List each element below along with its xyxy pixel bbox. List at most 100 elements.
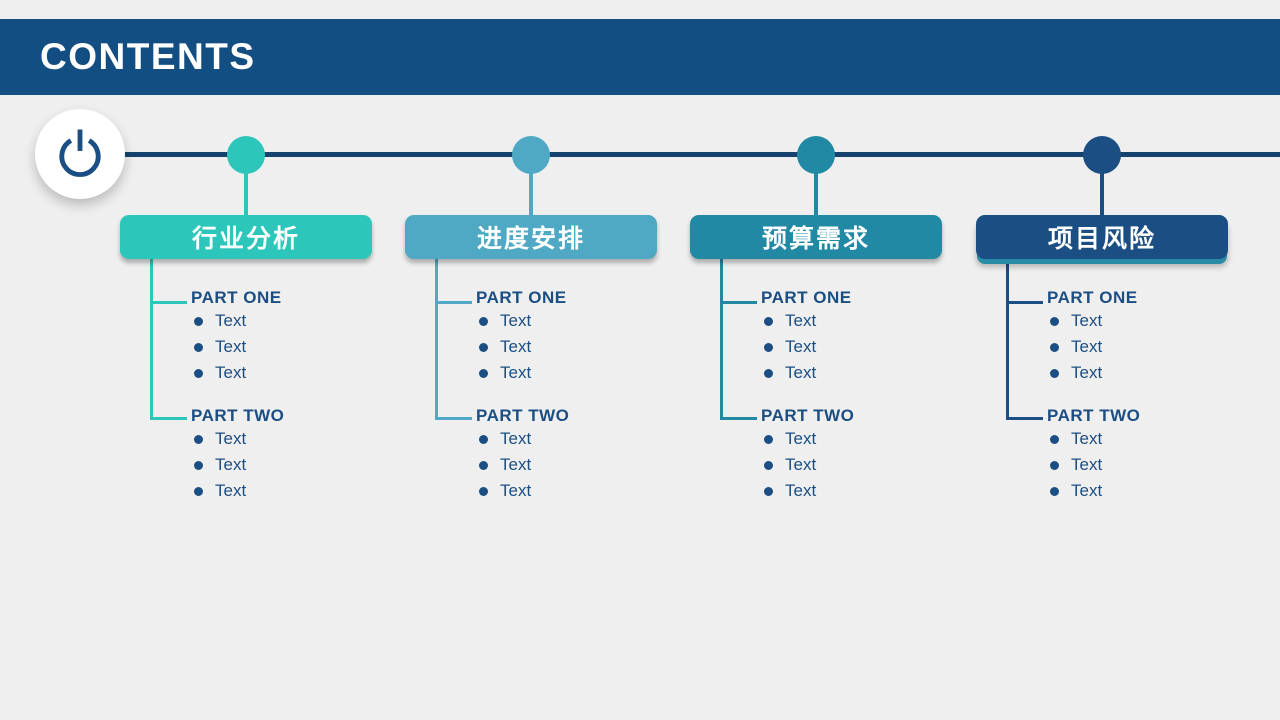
list-item: Text (761, 429, 816, 449)
bullet-icon (194, 486, 203, 496)
list-item-text: Text (785, 363, 817, 382)
list-item-text: Text (500, 311, 532, 330)
timeline-dot (227, 136, 265, 174)
dot-to-box-connector (244, 155, 248, 217)
bullet-list: Text Text Text (191, 311, 246, 383)
bullet-icon (764, 342, 773, 352)
bullet-list: Text Text Text (191, 429, 246, 501)
list-item-text: Text (215, 455, 247, 474)
list-item: Text (191, 455, 246, 475)
bullet-list: Text Text Text (1047, 311, 1102, 383)
list-item-text: Text (215, 481, 247, 500)
bullet-icon (479, 368, 488, 378)
list-item-text: Text (215, 363, 247, 382)
list-item: Text (761, 455, 816, 475)
bullet-icon (1050, 486, 1059, 496)
list-item: Text (191, 429, 246, 449)
tree-branch-line (720, 301, 757, 304)
bullet-icon (1050, 342, 1059, 352)
list-item: Text (761, 481, 816, 501)
list-item-text: Text (500, 363, 532, 382)
bullet-list: Text Text Text (476, 311, 531, 383)
list-item: Text (476, 429, 531, 449)
list-item-text: Text (215, 311, 247, 330)
list-item-text: Text (1071, 337, 1103, 356)
list-item: Text (761, 337, 816, 357)
timeline-dot (512, 136, 550, 174)
section-title: 行业分析 (191, 225, 300, 253)
dot-to-box-connector (1100, 155, 1104, 217)
bullet-icon (194, 460, 203, 470)
list-item-text: Text (785, 311, 817, 330)
dot-to-box-connector (814, 155, 818, 217)
tree-branch-line (150, 417, 187, 420)
page-title: CONTENTS (40, 36, 256, 77)
list-item: Text (1047, 337, 1102, 357)
list-item: Text (1047, 311, 1102, 331)
power-icon (52, 122, 108, 187)
bullet-icon (479, 434, 488, 444)
part-label: PART TWO (1047, 406, 1141, 425)
tree-vertical-line (435, 258, 438, 420)
bullet-icon (479, 486, 488, 496)
list-item: Text (761, 311, 816, 331)
section-header-box[interactable]: 项目风险 (976, 215, 1228, 259)
timeline-dot (797, 136, 835, 174)
list-item: Text (1047, 481, 1102, 501)
section-column-4: 项目风险 PART ONE Text Text Text PART TWO Te… (976, 0, 1228, 720)
list-item: Text (191, 311, 246, 331)
section-header-box[interactable]: 进度安排 (405, 215, 657, 259)
tree-vertical-line (1006, 258, 1009, 420)
bullet-icon (764, 460, 773, 470)
dot-to-box-connector (529, 155, 533, 217)
list-item-text: Text (215, 429, 247, 448)
timeline-dot (1083, 136, 1121, 174)
list-item-text: Text (785, 481, 817, 500)
section-title: 预算需求 (761, 225, 870, 253)
bullet-icon (1050, 368, 1059, 378)
tree-branch-line (1006, 301, 1043, 304)
list-item: Text (476, 311, 531, 331)
list-item-text: Text (1071, 455, 1103, 474)
list-item: Text (476, 455, 531, 475)
section-title: 项目风险 (1047, 225, 1156, 253)
list-item-text: Text (500, 481, 532, 500)
section-column-3: 预算需求 PART ONE Text Text Text PART TWO Te… (690, 0, 942, 720)
list-item-text: Text (785, 455, 817, 474)
part-label: PART ONE (191, 288, 282, 307)
header-bar: CONTENTS (0, 19, 1280, 95)
section-header-box[interactable]: 行业分析 (120, 215, 372, 259)
bullet-list: Text Text Text (1047, 429, 1102, 501)
list-item-text: Text (1071, 429, 1103, 448)
timeline-line (78, 152, 1280, 157)
part-label: PART TWO (476, 406, 570, 425)
bullet-icon (764, 368, 773, 378)
bullet-icon (479, 342, 488, 352)
list-item: Text (1047, 455, 1102, 475)
list-item-text: Text (785, 337, 817, 356)
part-label: PART TWO (761, 406, 855, 425)
list-item-text: Text (1071, 481, 1103, 500)
section-header-box[interactable]: 预算需求 (690, 215, 942, 259)
list-item-text: Text (500, 429, 532, 448)
list-item-text: Text (500, 337, 532, 356)
tree-branch-line (435, 301, 472, 304)
tree-branch-line (1006, 417, 1043, 420)
list-item: Text (761, 363, 816, 383)
list-item: Text (476, 337, 531, 357)
bullet-icon (479, 460, 488, 470)
bullet-icon (1050, 460, 1059, 470)
section-column-2: 进度安排 PART ONE Text Text Text PART TWO Te… (405, 0, 657, 720)
list-item: Text (191, 481, 246, 501)
tree-branch-line (150, 301, 187, 304)
bullet-list: Text Text Text (761, 311, 816, 383)
bullet-icon (764, 486, 773, 496)
bullet-icon (764, 434, 773, 444)
list-item-text: Text (1071, 311, 1103, 330)
list-item: Text (1047, 363, 1102, 383)
tree-vertical-line (720, 258, 723, 420)
list-item: Text (1047, 429, 1102, 449)
section-title: 进度安排 (476, 225, 585, 253)
tree-branch-line (720, 417, 757, 420)
part-label: PART TWO (191, 406, 285, 425)
